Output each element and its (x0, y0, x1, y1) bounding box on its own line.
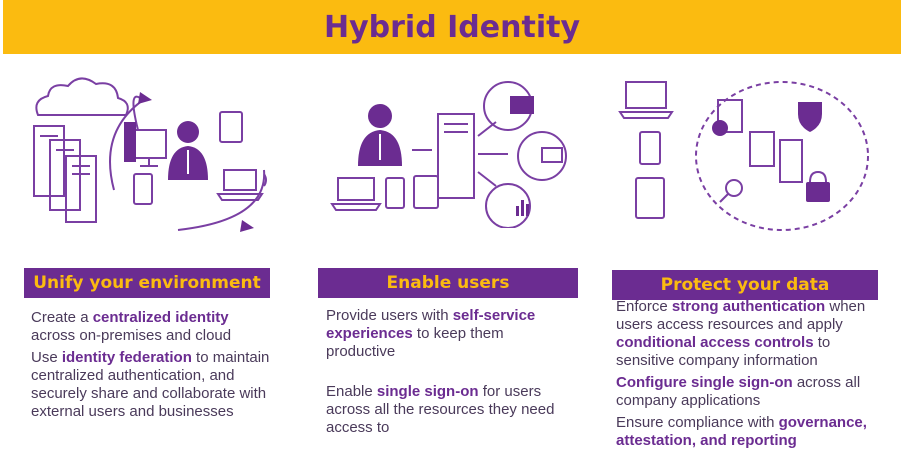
protect-body: Enforce strong authentication when users… (616, 298, 886, 450)
governance: governance (778, 414, 863, 431)
protect-illustration (618, 81, 869, 231)
server-stack-icon (33, 125, 97, 223)
single-sign-on: single sign-on (376, 383, 479, 400)
folder-icon (517, 131, 567, 181)
lock-icon (806, 170, 830, 202)
protect-header: Protect your data (612, 270, 878, 300)
protect-paragraph-1: Enforce strong authentication when users… (616, 298, 866, 369)
unify-illustration (33, 77, 267, 232)
laptop-icon (216, 169, 267, 201)
tablet-icon (413, 175, 439, 209)
cloud-icon (35, 77, 129, 116)
identity-federation: identity federation (61, 349, 192, 366)
tablet-icon (635, 177, 665, 219)
attestation: attestation (616, 432, 692, 449)
desktop-icon (124, 122, 167, 167)
unify-paragraph-2: Use identity federation to maintain cent… (31, 349, 270, 420)
unify-body: Create a centralized identity across on-… (31, 309, 271, 421)
title-banner: Hybrid Identity (3, 0, 901, 54)
server-icon (437, 113, 475, 199)
server-icon (779, 139, 803, 183)
shield-icon (798, 102, 822, 132)
protect-paragraph-3: Ensure compliance with governance, attes… (616, 414, 867, 449)
strong-authentication: strong authentication (671, 298, 826, 315)
centralized-identity: centralized identity (92, 309, 229, 326)
configure-single-sign-on: Configure single sign-on (616, 374, 793, 391)
document-check-icon (712, 99, 743, 136)
enable-body: Provide users with self-service experien… (326, 307, 576, 437)
protect-paragraph-2: Configure single sign-on across all comp… (616, 374, 861, 409)
enable-paragraph-1: Provide users with self-service experien… (326, 307, 536, 360)
enable-illustration (330, 81, 567, 228)
phone-icon (385, 177, 405, 209)
self-service-experiences: self-service experiences (326, 307, 536, 342)
sync-arrows-icon (109, 92, 266, 232)
phone-icon (133, 173, 153, 205)
laptop-icon (330, 177, 382, 211)
chart-icon (485, 183, 531, 228)
laptop-icon (618, 81, 674, 119)
and-reporting: , and reporting (691, 432, 797, 449)
user-icon (358, 104, 402, 166)
mail-icon (483, 81, 534, 131)
enable-paragraph-2: Enable single sign-on for users across a… (326, 383, 555, 436)
unify-paragraph-1: Create a centralized identity across on-… (31, 309, 232, 344)
phone-icon (639, 131, 661, 165)
tablet-icon (219, 111, 243, 143)
magnifier-icon (719, 179, 743, 203)
conditional-access-controls: conditional access controls (616, 334, 814, 351)
document-icon (749, 131, 775, 167)
user-icon (168, 121, 208, 180)
page-title: Hybrid Identity (324, 9, 580, 45)
unify-header: Unify your environment (24, 268, 270, 298)
enable-header: Enable users (318, 268, 578, 298)
